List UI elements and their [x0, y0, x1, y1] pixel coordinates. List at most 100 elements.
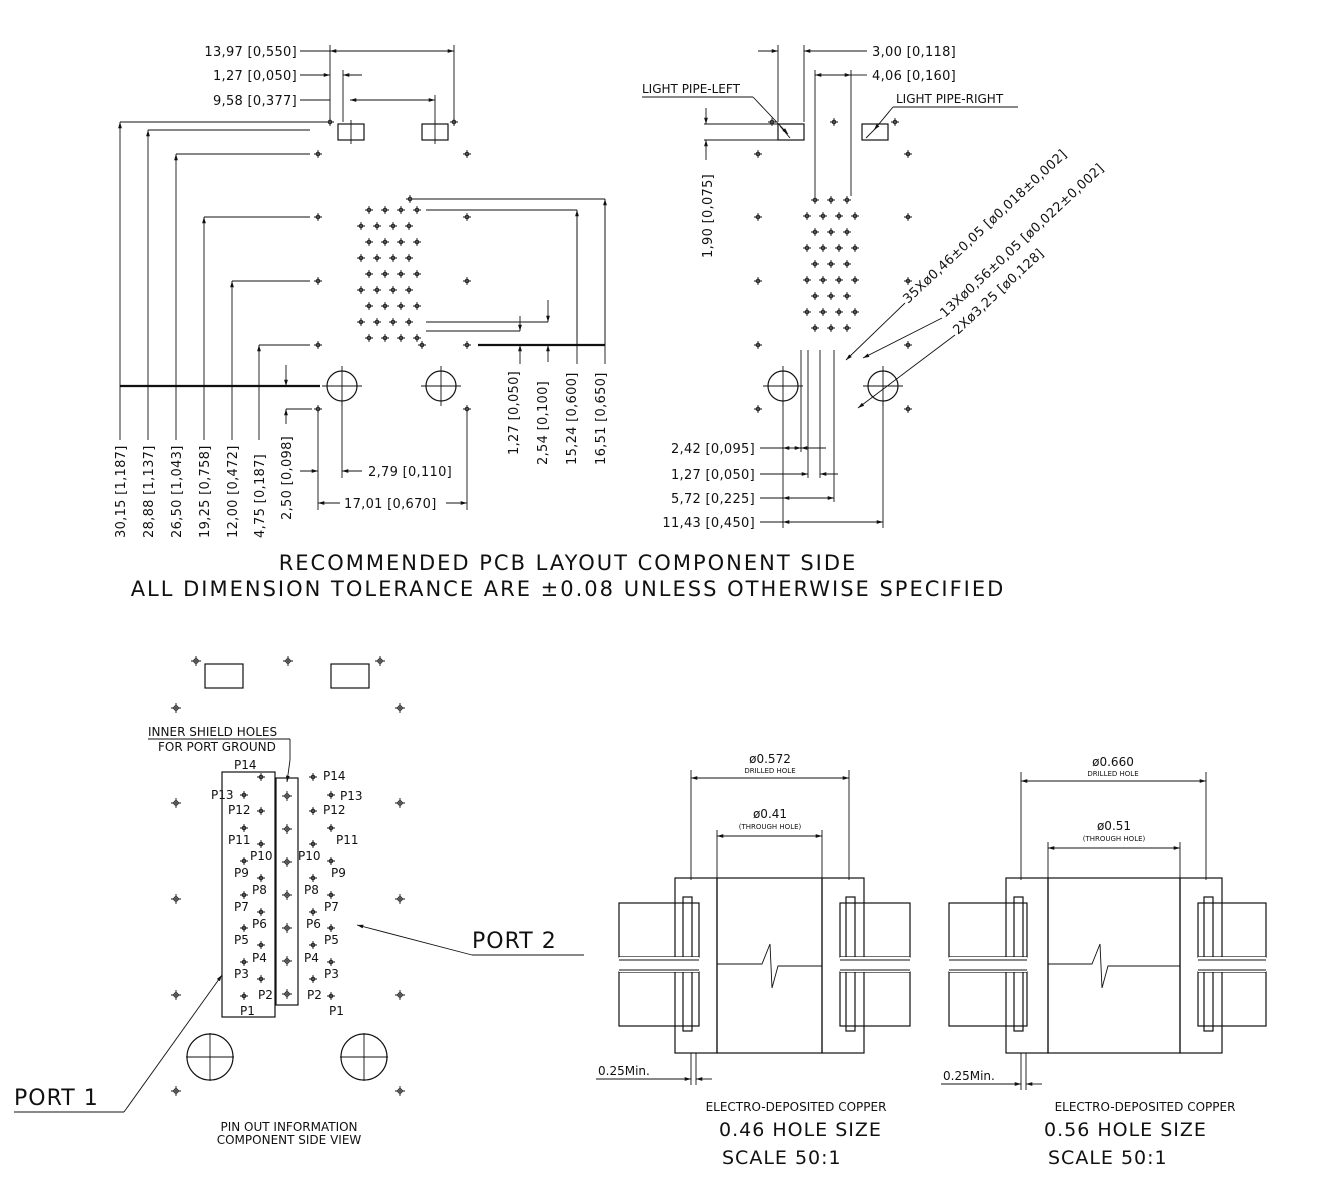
left-pin-6: P6 — [252, 917, 267, 931]
pin-hole-marker — [819, 212, 827, 220]
pin-marker — [309, 975, 317, 983]
pin-hole-marker — [373, 318, 381, 326]
pin-hole-marker — [373, 286, 381, 294]
pin-marker — [240, 824, 248, 832]
pin-hole-marker — [413, 302, 421, 310]
hole-marker — [904, 150, 912, 158]
pin-hole-marker — [365, 206, 373, 214]
tl-dim-bottom-0: 2,79 [0,110] — [368, 465, 452, 480]
hole-marker — [395, 894, 405, 904]
hole-marker — [314, 277, 322, 285]
shield-hole-marker — [282, 956, 292, 966]
pin-labels: P14 P13 P12 P11 P10 P9 P8 P7 P6 P5 P4 P3… — [211, 758, 363, 1018]
hole-056-cross-section: ø0.660 DRILLED HOLE ø0.51 (THROUGH HOLE)… — [941, 755, 1267, 1169]
hole-marker — [191, 656, 201, 666]
pin-marker — [327, 992, 335, 1000]
pin-hole-marker — [365, 302, 373, 310]
pin-hole-marker — [381, 206, 389, 214]
shield-hole-marker — [282, 890, 292, 900]
tl-hole-markers — [314, 118, 471, 413]
left-pin-2: P2 — [258, 988, 273, 1002]
pin-hole-marker — [819, 276, 827, 284]
hole-marker — [171, 703, 181, 713]
pin-marker — [309, 908, 317, 916]
tl-dim-vert-4: 12,00 [0,472] — [226, 445, 241, 538]
port-2-label: PORT 2 — [472, 929, 557, 954]
left-pin-12: P12 — [228, 803, 251, 817]
pin-marker — [327, 857, 335, 865]
left-pin-8: P8 — [252, 883, 267, 897]
tr-dim-bottom-1: 1,27 [0,050] — [671, 468, 755, 483]
tr-dim-vertical: 1,90 [0,075] — [701, 174, 716, 258]
hole-marker — [171, 990, 181, 1000]
port1-outline — [221, 771, 276, 1018]
pin-hole-marker — [851, 212, 859, 220]
pin-hole-marker — [397, 206, 405, 214]
left-pin-4: P4 — [252, 951, 267, 965]
hole-marker — [463, 150, 471, 158]
tl-dim-top-1: 1,27 [0,050] — [213, 69, 297, 84]
pin-hole-marker — [835, 308, 843, 316]
hole-046-drilled-label: DRILLED HOLE — [744, 767, 795, 775]
hole-046-copper-label: ELECTRO-DEPOSITED COPPER — [706, 1100, 887, 1114]
left-pin-1: P1 — [240, 1004, 255, 1018]
pin-hole-marker — [381, 238, 389, 246]
hole-056-drilled-value: ø0.660 — [1092, 755, 1134, 769]
hole-046-scale-label: SCALE 50:1 — [722, 1147, 842, 1169]
pin-hole-marker — [381, 270, 389, 278]
pin-hole-marker — [835, 276, 843, 284]
pin-marker — [309, 807, 317, 815]
pin-hole-marker — [827, 196, 835, 204]
tl-dim-vert-2: 26,50 [1,043] — [170, 445, 185, 538]
hole-046-drilled-value: ø0.572 — [749, 752, 791, 766]
pin-hole-marker — [413, 238, 421, 246]
top-right-layout-view: 3,00 [0,118] 4,06 [0,160] LIGHT PIPE-LEF… — [642, 45, 1107, 531]
left-pin-10: P10 — [250, 849, 273, 863]
hole-046-through-value: ø0.41 — [753, 807, 787, 821]
pin-hole-marker — [811, 260, 819, 268]
pin-hole-marker — [843, 292, 851, 300]
pin-marker — [257, 975, 265, 983]
right-pin-1: P1 — [329, 1004, 344, 1018]
right-pin-7: P7 — [324, 900, 339, 914]
shield-hole-marker — [282, 857, 292, 867]
pin-marker — [240, 891, 248, 899]
hole-marker — [904, 277, 912, 285]
pin-marker — [309, 840, 317, 848]
pin-hole-marker — [811, 324, 819, 332]
hole-056-drilled-label: DRILLED HOLE — [1087, 770, 1138, 778]
tr-dim-top-0: 3,00 [0,118] — [872, 45, 956, 60]
pin-hole-marker — [389, 286, 397, 294]
hole-marker — [171, 894, 181, 904]
pin-hole-marker — [843, 228, 851, 236]
hole-marker — [754, 150, 762, 158]
pin-hole-marker — [405, 254, 413, 262]
port-1-label: PORT 1 — [14, 1086, 99, 1111]
pin-hole-marker — [357, 318, 365, 326]
shield-hole-marker — [282, 989, 292, 999]
tr-light-pipe-right-label: LIGHT PIPE-RIGHT — [896, 92, 1004, 106]
left-pin-11: P11 — [228, 833, 251, 847]
pin-marker — [327, 958, 335, 966]
pin-marker — [309, 941, 317, 949]
tl-dim-vert-r1: 2,54 [0,100] — [536, 381, 551, 465]
pin-hole-marker — [843, 260, 851, 268]
pin-hole-marker — [397, 302, 405, 310]
pin-marker — [257, 908, 265, 916]
hole-056-through-value: ø0.51 — [1097, 819, 1131, 833]
right-pin-2: P2 — [307, 988, 322, 1002]
hole-marker — [463, 341, 471, 349]
tl-dim-vert-1: 28,88 [1,137] — [142, 445, 157, 538]
hole-056-size-label: 0.56 HOLE SIZE — [1044, 1119, 1207, 1141]
pin-hole-marker — [389, 254, 397, 262]
hole-marker — [314, 213, 322, 221]
hole-056-copper-label: ELECTRO-DEPOSITED COPPER — [1055, 1100, 1236, 1114]
hole-marker — [463, 277, 471, 285]
hole-marker — [395, 1086, 405, 1096]
pin-hole-marker — [405, 286, 413, 294]
pinout-caption-1: PIN OUT INFORMATION — [220, 1120, 357, 1134]
pin-hole-marker — [365, 270, 373, 278]
pin-hole-marker — [819, 244, 827, 252]
tl-dim-vert-3: 19,25 [0,758] — [198, 445, 213, 538]
hole-marker — [904, 341, 912, 349]
